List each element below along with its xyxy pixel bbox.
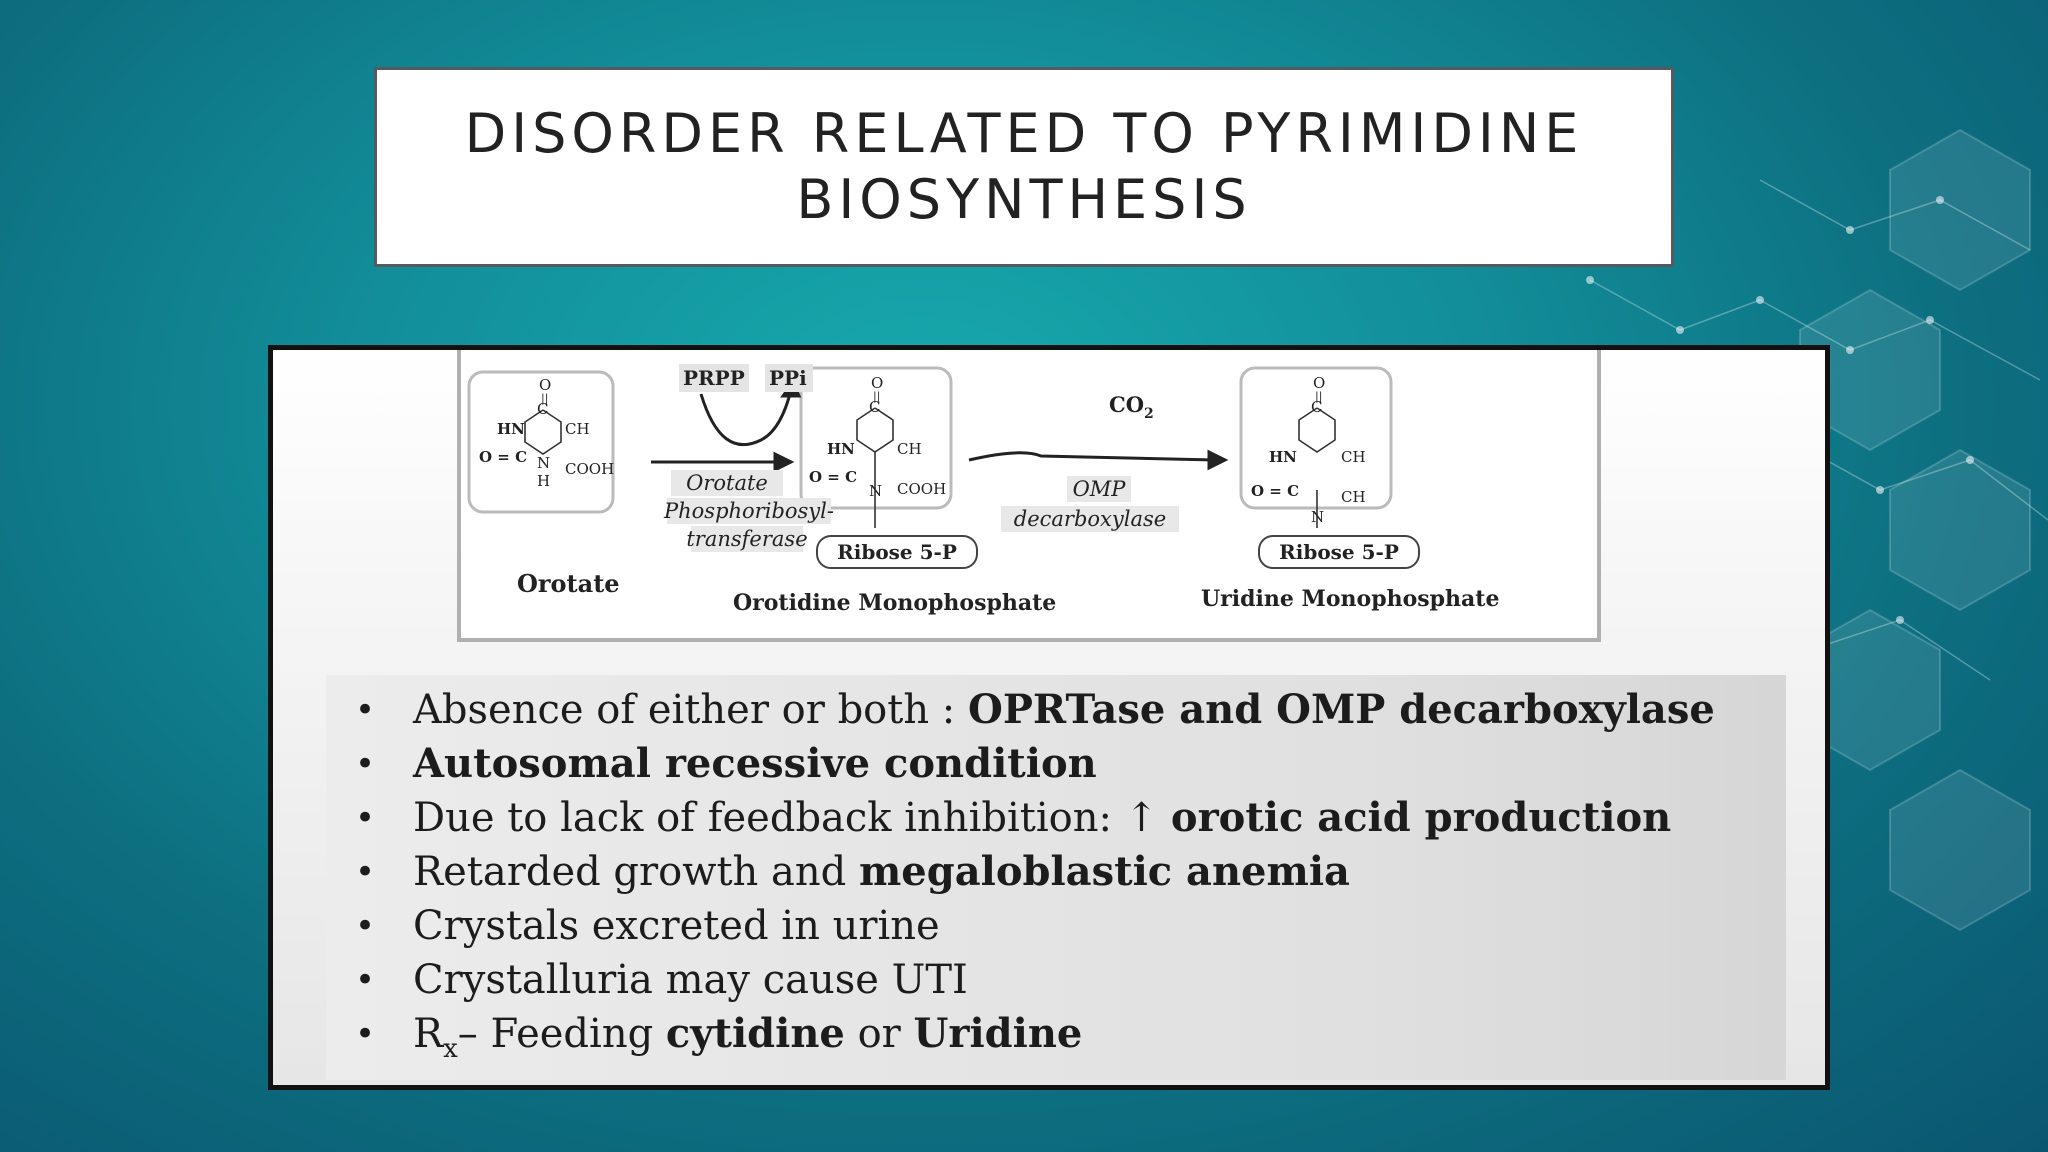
atom-oc: O = C bbox=[479, 448, 527, 466]
bullet-dot: • bbox=[355, 906, 376, 946]
ump-ribose-tag bbox=[1258, 535, 1420, 569]
bullet-text-segment: – Feeding bbox=[457, 1011, 666, 1057]
cofactor-ppi: PPi bbox=[769, 366, 807, 390]
bullet-item: • Crystalluria may cause UTI bbox=[341, 953, 1715, 1007]
compound-name-ump: Uridine Monophosphate bbox=[1201, 586, 1499, 612]
bullet-list: • Absence of either or both : OPRTase and… bbox=[341, 683, 1715, 1064]
bullet-text-segment: R bbox=[413, 1011, 444, 1057]
slide-title-line-2: BIOSYNTHESIS bbox=[796, 168, 1252, 231]
enzyme2-name-line-1: OMP bbox=[1073, 477, 1127, 501]
atom-c: C bbox=[537, 400, 548, 418]
cofactor-prpp: PRPP bbox=[683, 366, 745, 390]
bullet-text-segment: megaloblastic anemia bbox=[858, 848, 1350, 895]
atom-oc: O = C bbox=[1251, 482, 1299, 500]
atom-n: N bbox=[1311, 508, 1324, 526]
bullet-text-segment: Autosomal recessive condition bbox=[413, 740, 1097, 787]
atom-ch: CH bbox=[1341, 488, 1366, 506]
enzyme2-name-line-2: decarboxylase bbox=[1014, 507, 1166, 531]
pathway-diagram-svg: O || C HN CH O = C N H COOH O || C HN CH bbox=[467, 364, 1499, 616]
atom-n: N bbox=[869, 482, 882, 500]
bullet-item: • Retarded growth and megaloblastic anemi… bbox=[341, 845, 1715, 899]
compound-name-orotate: Orotate bbox=[517, 569, 620, 598]
atom-o: O bbox=[1313, 374, 1325, 392]
bullet-dot: • bbox=[355, 798, 376, 838]
enzyme1-name-line-3: transferase bbox=[686, 527, 807, 551]
pathway-diagram: O || C HN CH O = C N H COOH O || C HN CH bbox=[457, 350, 1601, 642]
omp-ribose-tag-text: Ribose 5-P bbox=[837, 540, 957, 564]
bullet-text-segment: x bbox=[443, 1034, 458, 1064]
omp-structure-box bbox=[799, 366, 953, 510]
enzyme1-name-line-2: Phosphoribosyl- bbox=[663, 499, 834, 523]
atom-ch: CH bbox=[897, 440, 922, 458]
atom-cooh: COOH bbox=[897, 480, 946, 498]
bullet-text-segment: or bbox=[844, 1011, 914, 1057]
bullet-dot: • bbox=[355, 960, 376, 1000]
atom-c: C bbox=[869, 398, 880, 416]
bullet-text-segment: Due to lack of feedback inhibition: ↑ bbox=[413, 795, 1171, 841]
orotate-structure-box bbox=[467, 370, 615, 514]
atom-oc: O = C bbox=[809, 468, 857, 486]
bullet-item: • Absence of either or both : OPRTase and… bbox=[341, 683, 1715, 737]
bullet-text-segment: Retarded growth and bbox=[413, 849, 859, 895]
atom-eq: || bbox=[873, 390, 880, 404]
atom-hn: HN bbox=[1269, 448, 1297, 466]
atom-cooh: COOH bbox=[565, 460, 614, 478]
ump-structure-box bbox=[1239, 366, 1393, 510]
bullet-text-segment: Crystals excreted in urine bbox=[413, 903, 940, 949]
omp-ring bbox=[856, 407, 894, 528]
reaction-arrow-2 bbox=[968, 449, 1229, 471]
bullet-text-segment: Uridine bbox=[913, 1010, 1083, 1057]
bullet-text-segment: Crystalluria may cause UTI bbox=[413, 957, 968, 1003]
atom-ch: CH bbox=[1341, 448, 1366, 466]
bullet-text-segment: cytidine bbox=[665, 1010, 845, 1057]
bullet-text-segment: Absence of either or both : bbox=[413, 687, 968, 733]
atom-ch: CH bbox=[565, 420, 590, 438]
content-image-frame: chemistr O || C HN CH O = C N H COOH bbox=[268, 345, 1830, 1090]
atom-o: O bbox=[539, 376, 551, 394]
enzyme1-name-line-1: Orotate bbox=[686, 471, 768, 495]
bullet-dot: • bbox=[355, 690, 376, 730]
slide-title-box: DISORDER RELATED TO PYRIMIDINE BIOSYNTHE… bbox=[374, 67, 1674, 267]
atom-o: O bbox=[871, 374, 883, 392]
bullet-text-segment: OPRTase and OMP decarboxylase bbox=[968, 686, 1715, 733]
bullet-dot: • bbox=[355, 852, 376, 892]
ump-ring bbox=[1298, 407, 1336, 528]
ump-ribose-tag-text: Ribose 5-P bbox=[1279, 540, 1399, 564]
atom-h: H bbox=[537, 472, 550, 490]
bullet-item: • Crystals excreted in urine bbox=[341, 899, 1715, 953]
bullet-item: • Autosomal recessive condition bbox=[341, 737, 1715, 791]
bullet-list-panel: • Absence of either or both : OPRTase and… bbox=[326, 675, 1786, 1080]
bullet-text-segment: orotic acid production bbox=[1170, 794, 1672, 841]
orotate-atoms: O || C HN CH O = C N H COOH bbox=[479, 376, 614, 490]
atom-hn: HN bbox=[827, 440, 855, 458]
atom-eq: || bbox=[541, 392, 548, 406]
reaction-arrow-1 bbox=[651, 378, 802, 473]
slide-title-line-1: DISORDER RELATED TO PYRIMIDINE bbox=[464, 102, 1584, 165]
atom-n: N bbox=[537, 454, 550, 472]
product-co2: CO2 bbox=[1109, 392, 1154, 422]
bullet-dot: • bbox=[355, 1014, 376, 1054]
atom-eq: || bbox=[1315, 390, 1322, 404]
orotate-ring bbox=[524, 409, 562, 455]
bullet-item: • Due to lack of feedback inhibition: ↑ o… bbox=[341, 791, 1715, 845]
bullet-item: • Rx– Feeding cytidine or Uridine bbox=[341, 1007, 1715, 1064]
bullet-dot: • bbox=[355, 744, 376, 784]
omp-ribose-tag bbox=[816, 535, 978, 569]
omp-atoms: O || C HN CH O = C N COOH bbox=[809, 374, 946, 500]
compound-name-omp: Orotidine Monophosphate bbox=[733, 590, 1056, 616]
atom-hn: HN bbox=[497, 420, 525, 438]
ump-atoms: O || C HN CH O = C N CH bbox=[1251, 374, 1366, 526]
atom-c: C bbox=[1311, 398, 1322, 416]
